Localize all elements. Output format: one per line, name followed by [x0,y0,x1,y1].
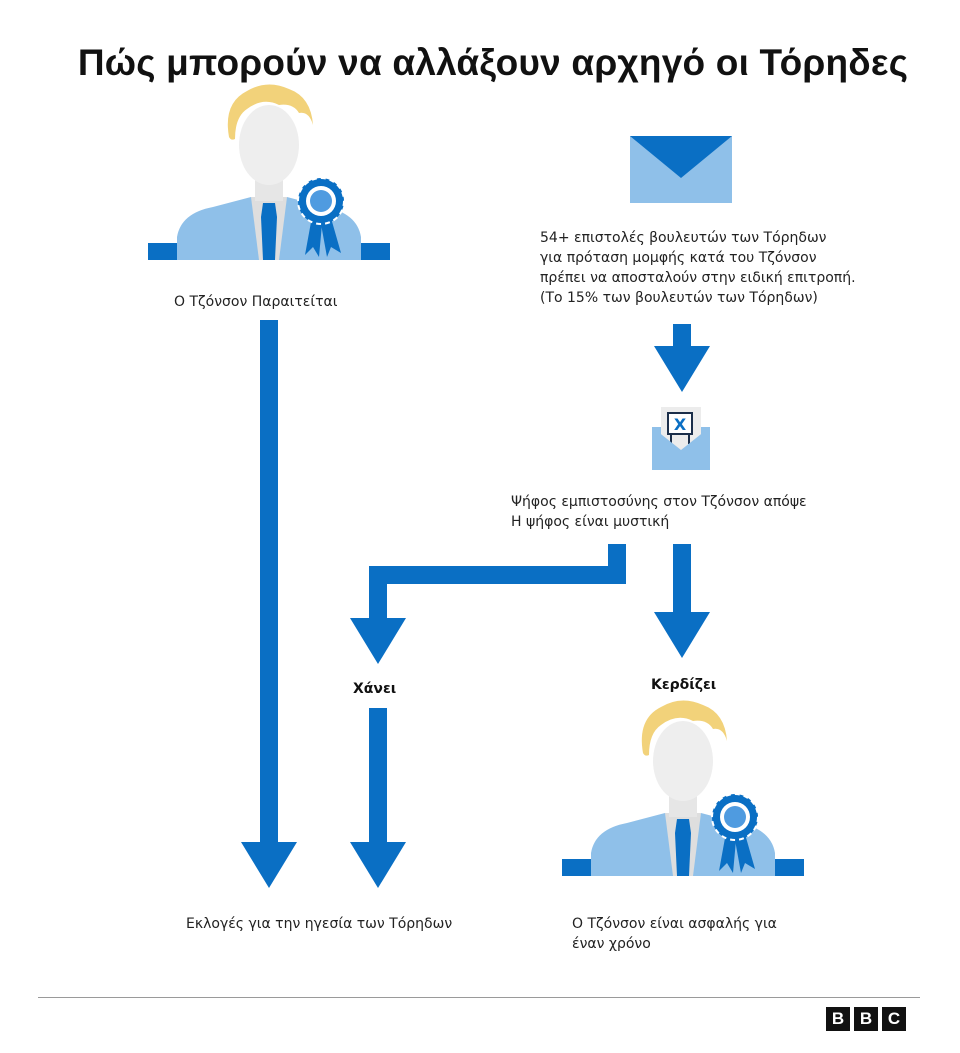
vote-text: Ψήφος εμπιστοσύνης στον Τζόνσον απόψε Η … [511,492,807,532]
resigns-label: Ο Τζόνσον Παραιτείται [174,294,338,310]
johnson-figure-icon [561,699,805,877]
arrow-letters-to-vote [654,324,710,392]
arrow-vote-to-loses [350,544,626,664]
letters-line-3: πρέπει να αποσταλούν στην ειδική επιτροπ… [540,270,856,286]
arrow-vote-to-wins [654,544,710,658]
wins-label: Κερδίζει [651,677,717,693]
bbc-logo: B B C [826,1007,906,1031]
letters-text: 54+ επιστολές βουλευτών των Τόρηδων για … [540,228,856,308]
bbc-logo-letter: B [826,1007,850,1031]
arrow-resigns-to-election [241,320,297,888]
safe-line-2: έναν χρόνο [572,936,651,952]
safe-text: Ο Τζόνσον είναι ασφαλής για έναν χρόνο [572,914,777,954]
safe-line-1: Ο Τζόνσον είναι ασφαλής για [572,916,777,932]
loses-label: Χάνει [353,681,397,697]
letters-line-4: (Το 15% των βουλευτών των Τόρηδων) [540,290,818,306]
vote-line-2: Η ψήφος είναι μυστική [511,514,670,530]
johnson-figure-icon [147,83,391,261]
letters-line-2: για πρόταση μομφής κατά του Τζόνσον [540,250,817,266]
leadership-election-label: Εκλογές για την ηγεσία των Τόρηδων [186,916,453,932]
vote-line-1: Ψήφος εμπιστοσύνης στον Τζόνσον απόψε [511,494,807,510]
envelope-icon [630,136,732,203]
letters-line-1: 54+ επιστολές βουλευτών των Τόρηδων [540,230,827,246]
bbc-logo-letter: C [882,1007,906,1031]
ballot-envelope-icon: X [652,407,710,470]
bbc-logo-letter: B [854,1007,878,1031]
footer-divider [38,997,920,998]
arrow-loses-to-election [350,708,406,888]
ballot-mark: X [674,415,687,434]
page-title: Πώς μπορούν να αλλάξουν αρχηγό οι Τόρηδε… [77,42,909,83]
